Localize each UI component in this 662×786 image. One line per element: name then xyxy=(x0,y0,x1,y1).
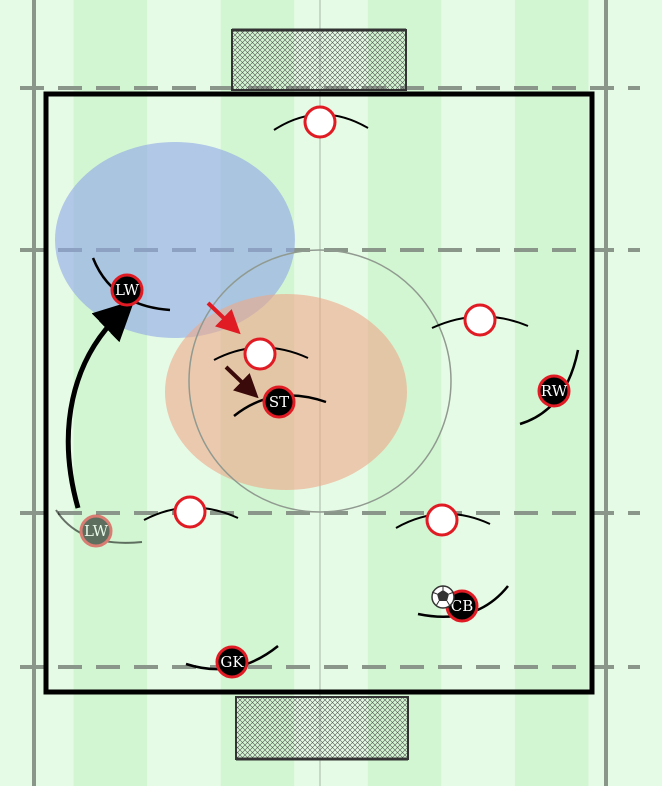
player-gk[interactable]: GK xyxy=(185,645,279,679)
player-marker xyxy=(79,514,113,548)
opponent-marker xyxy=(463,303,497,337)
player-marker xyxy=(537,374,571,408)
player-cb[interactable]: CB xyxy=(417,585,509,623)
player-lw-start[interactable]: LW xyxy=(55,509,143,548)
player-label: LW xyxy=(84,522,109,540)
grass-stripe xyxy=(588,0,662,786)
opponent-right-mid[interactable] xyxy=(431,303,529,337)
opponent-gk[interactable] xyxy=(273,105,369,139)
goal-net-icon xyxy=(231,28,407,91)
player-rw[interactable]: RW xyxy=(519,349,580,426)
center-circle xyxy=(188,249,452,513)
opponent-striker[interactable] xyxy=(213,337,309,371)
opponent-marker xyxy=(173,495,207,529)
player-label: ST xyxy=(269,393,289,411)
lw-run-arrow xyxy=(65,300,135,509)
opponent-marker xyxy=(243,337,277,371)
opponent-right-back[interactable] xyxy=(395,503,491,537)
grass-stripe xyxy=(73,0,148,786)
player-st[interactable]: ST xyxy=(233,385,327,419)
player-label: CB xyxy=(451,597,474,615)
grass-stripe xyxy=(441,0,516,786)
player-label: GK xyxy=(220,653,244,671)
opponent-left-back[interactable] xyxy=(143,495,239,529)
player-label: LW xyxy=(115,281,140,299)
player-marker xyxy=(262,385,296,419)
player-lw[interactable]: LW xyxy=(91,257,171,312)
player-marker xyxy=(215,645,249,679)
player-label: RW xyxy=(541,382,568,400)
player-marker xyxy=(110,273,144,307)
pitch-boundary xyxy=(43,91,595,695)
opponent-marker xyxy=(303,105,337,139)
opponent-marker xyxy=(425,503,459,537)
soccer-ball-icon[interactable] xyxy=(431,585,455,609)
grass-stripe xyxy=(0,0,75,786)
goal-net-icon xyxy=(235,696,409,761)
st-move-arrow xyxy=(224,365,259,399)
opponent-press-arrow xyxy=(206,301,241,335)
